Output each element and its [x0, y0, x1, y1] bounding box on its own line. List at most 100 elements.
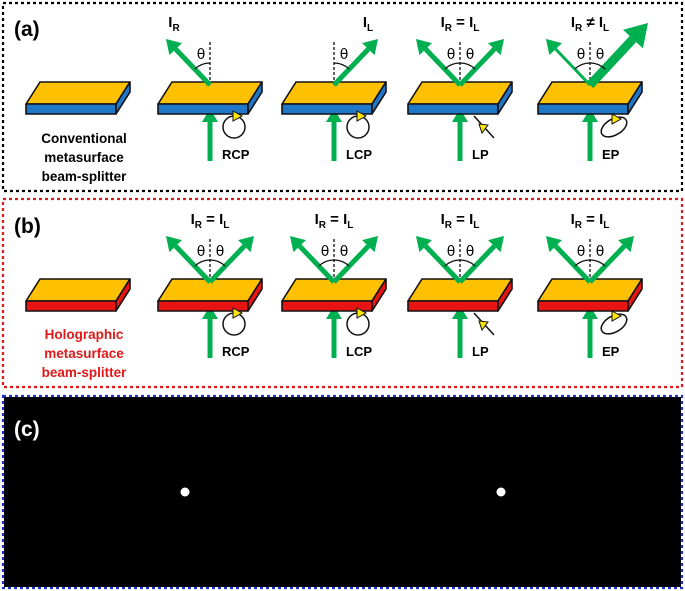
plate-front: [25, 103, 117, 115]
incident-beam: [201, 109, 219, 161]
plate-top: [407, 278, 513, 302]
case-rcp: θIR RCP: [157, 14, 263, 162]
reflected-beam-right: [588, 236, 634, 284]
theta-label: θ: [321, 244, 330, 260]
metasurface-plate: [281, 81, 387, 115]
polarization-lcp-icon: [346, 110, 370, 139]
theta-label: θ: [197, 47, 206, 63]
plate-side: [627, 278, 643, 312]
right-diffraction-spot: [496, 487, 506, 497]
panel-c: (c): [1, 394, 684, 590]
angle-arc-right: [209, 259, 226, 267]
panel-b-label: (b): [14, 215, 41, 238]
reflected-beam-right: [332, 236, 378, 284]
panel-b-caption-line-1: Holographic: [45, 327, 124, 342]
panel-a-reference-plate: [25, 81, 131, 115]
theta-label: θ: [447, 244, 456, 260]
panel-a-frame: [1, 1, 684, 193]
polarization-ep-icon: [600, 113, 628, 138]
plate-side: [497, 278, 513, 312]
angle-arc-right: [459, 62, 476, 70]
panel-a-caption-line-3: beam-splitter: [42, 169, 128, 184]
panel-a-label: (a): [14, 18, 40, 41]
polarization-rcp-icon: [222, 307, 246, 336]
plate-front: [407, 103, 499, 115]
intensity-label: IR = IL: [315, 211, 354, 231]
angle-arc-left: [574, 259, 591, 267]
plate-top: [407, 81, 513, 105]
angle-arc-right: [589, 259, 606, 267]
plate-side: [247, 81, 263, 115]
metasurface-plate: [157, 278, 263, 312]
reference-plate: [25, 278, 131, 312]
plate-front: [537, 300, 629, 312]
polarization-lp-icon: [473, 312, 495, 336]
panel-c-frame: [1, 394, 684, 590]
plate-top: [25, 278, 131, 302]
metasurface-plate: [537, 278, 643, 312]
reflected-beam-left: [166, 236, 212, 284]
polarization-label: LCP: [346, 344, 372, 359]
metasurface-plate: [407, 278, 513, 312]
incident-beam: [325, 109, 343, 161]
intensity-label: IL: [363, 14, 373, 34]
polarization-label: LCP: [346, 147, 372, 162]
reflected-beam-left: [166, 39, 212, 87]
plate-side: [371, 81, 387, 115]
polarization-label: EP: [602, 147, 620, 162]
metasurface-plate: [281, 278, 387, 312]
intensity-label: IR = IL: [441, 211, 480, 231]
panel-b: (b) Holographic metasurface beam-splitte…: [1, 197, 684, 389]
plate-side: [371, 278, 387, 312]
reflected-beam-right: [586, 23, 648, 89]
angle-arc-right: [589, 62, 606, 70]
angle-arc-left: [574, 62, 591, 70]
panel-b-caption-line-2: metasurface: [44, 346, 124, 361]
theta-label: θ: [447, 47, 456, 63]
polarization-label: RCP: [222, 147, 250, 162]
case-lcp: θ IL LCP: [281, 14, 387, 162]
angle-arc-left: [194, 62, 211, 70]
metasurface-plate: [537, 81, 643, 115]
angle-arc-left: [194, 259, 211, 267]
intensity-label: IR ≠ IL: [571, 14, 609, 34]
plate-top: [537, 278, 643, 302]
incident-beam: [325, 306, 343, 358]
reflected-beam-left: [416, 236, 462, 284]
theta-label: θ: [216, 244, 225, 260]
panel-b-caption-line-3: beam-splitter: [42, 365, 128, 380]
theta-label: θ: [466, 244, 475, 260]
left-diffraction-spot: [180, 487, 190, 497]
theta-label: θ: [340, 47, 349, 63]
panel-a: (a) Conventional metasurface beam-splitt…: [1, 1, 684, 193]
theta-label: θ: [596, 47, 605, 63]
polarization-rcp-icon: [222, 110, 246, 139]
panel-a-caption-line-2: metasurface: [44, 150, 124, 165]
angle-arc-left: [444, 62, 461, 70]
panel-c-background: [4, 397, 681, 587]
angle-arc-right: [333, 62, 350, 70]
plate-top: [157, 81, 263, 105]
polarization-label: EP: [602, 344, 620, 359]
reflected-beam-right: [458, 236, 504, 284]
incident-beam: [581, 109, 599, 161]
theta-label: θ: [197, 244, 206, 260]
metasurface-plate: [157, 81, 263, 115]
reflected-beam-right: [208, 236, 254, 284]
incident-beam: [581, 306, 599, 358]
plate-top: [25, 81, 131, 105]
panel-b-reference-plate: [25, 278, 131, 312]
polarization-lp-icon: [473, 115, 495, 139]
intensity-label: IR = IL: [191, 211, 230, 231]
plate-front: [25, 300, 117, 312]
intensity-label: IR = IL: [441, 14, 480, 34]
angle-arc-right: [459, 259, 476, 267]
plate-front: [537, 103, 629, 115]
plate-side: [115, 278, 131, 312]
